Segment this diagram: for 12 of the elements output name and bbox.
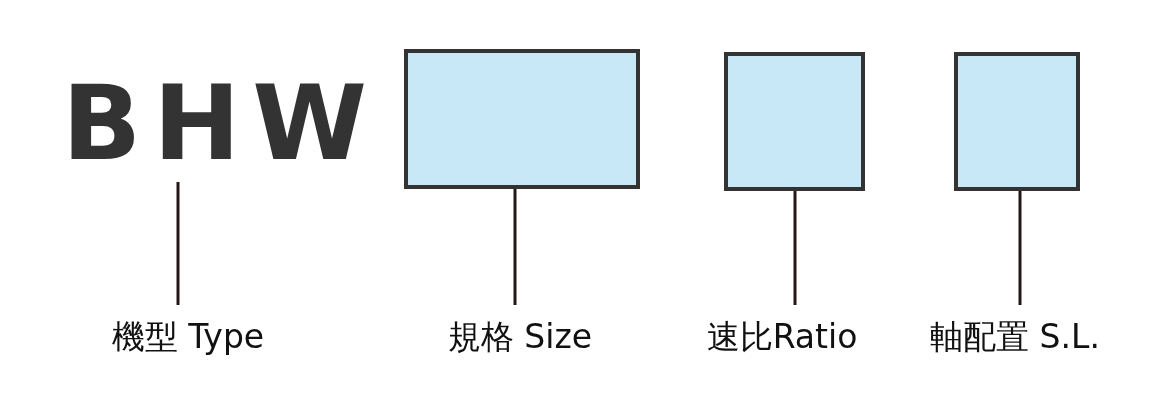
empty-box: [724, 52, 865, 191]
connector-line: [176, 182, 180, 305]
connector-line: [793, 191, 797, 305]
model-code-text: BHW: [62, 62, 362, 182]
label-text: 軸配置 S.L.: [900, 305, 1130, 365]
connector-line: [1018, 191, 1022, 305]
connector-line: [513, 189, 517, 305]
label-text: 機型 Type: [78, 305, 298, 365]
label-text: 速比Ratio: [672, 305, 892, 365]
empty-box: [404, 49, 640, 189]
label-text: 規格 Size: [410, 305, 630, 365]
empty-box: [954, 52, 1080, 191]
